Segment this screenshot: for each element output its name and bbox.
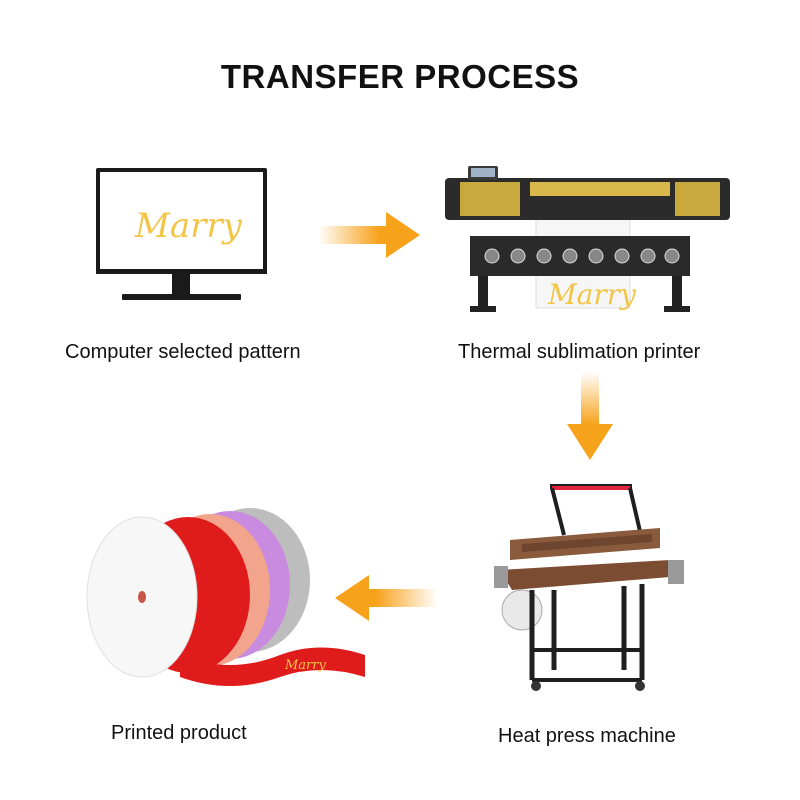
step-label-product: Printed product [111, 722, 247, 744]
step-label-printer: Thermal sublimation printer [458, 341, 701, 363]
page-title: TRANSFER PROCESS [220, 58, 580, 95]
monitor-icon: Marry [96, 168, 267, 300]
printer-icon: Marry [445, 166, 730, 312]
step-label-heat-press: Heat press machine [498, 725, 676, 747]
step-label-computer: Computer selected pattern [65, 341, 301, 363]
monitor-pattern: Marry [134, 206, 243, 246]
printer-pattern: Marry [547, 278, 637, 311]
heat-press-icon [494, 484, 684, 691]
arrow-right-icon [318, 212, 420, 258]
ribbon-rolls-icon: Marry [86, 508, 365, 686]
arrow-left-icon [335, 575, 437, 621]
arrow-down-icon [567, 372, 613, 460]
ribbon-pattern: Marry [284, 658, 326, 673]
